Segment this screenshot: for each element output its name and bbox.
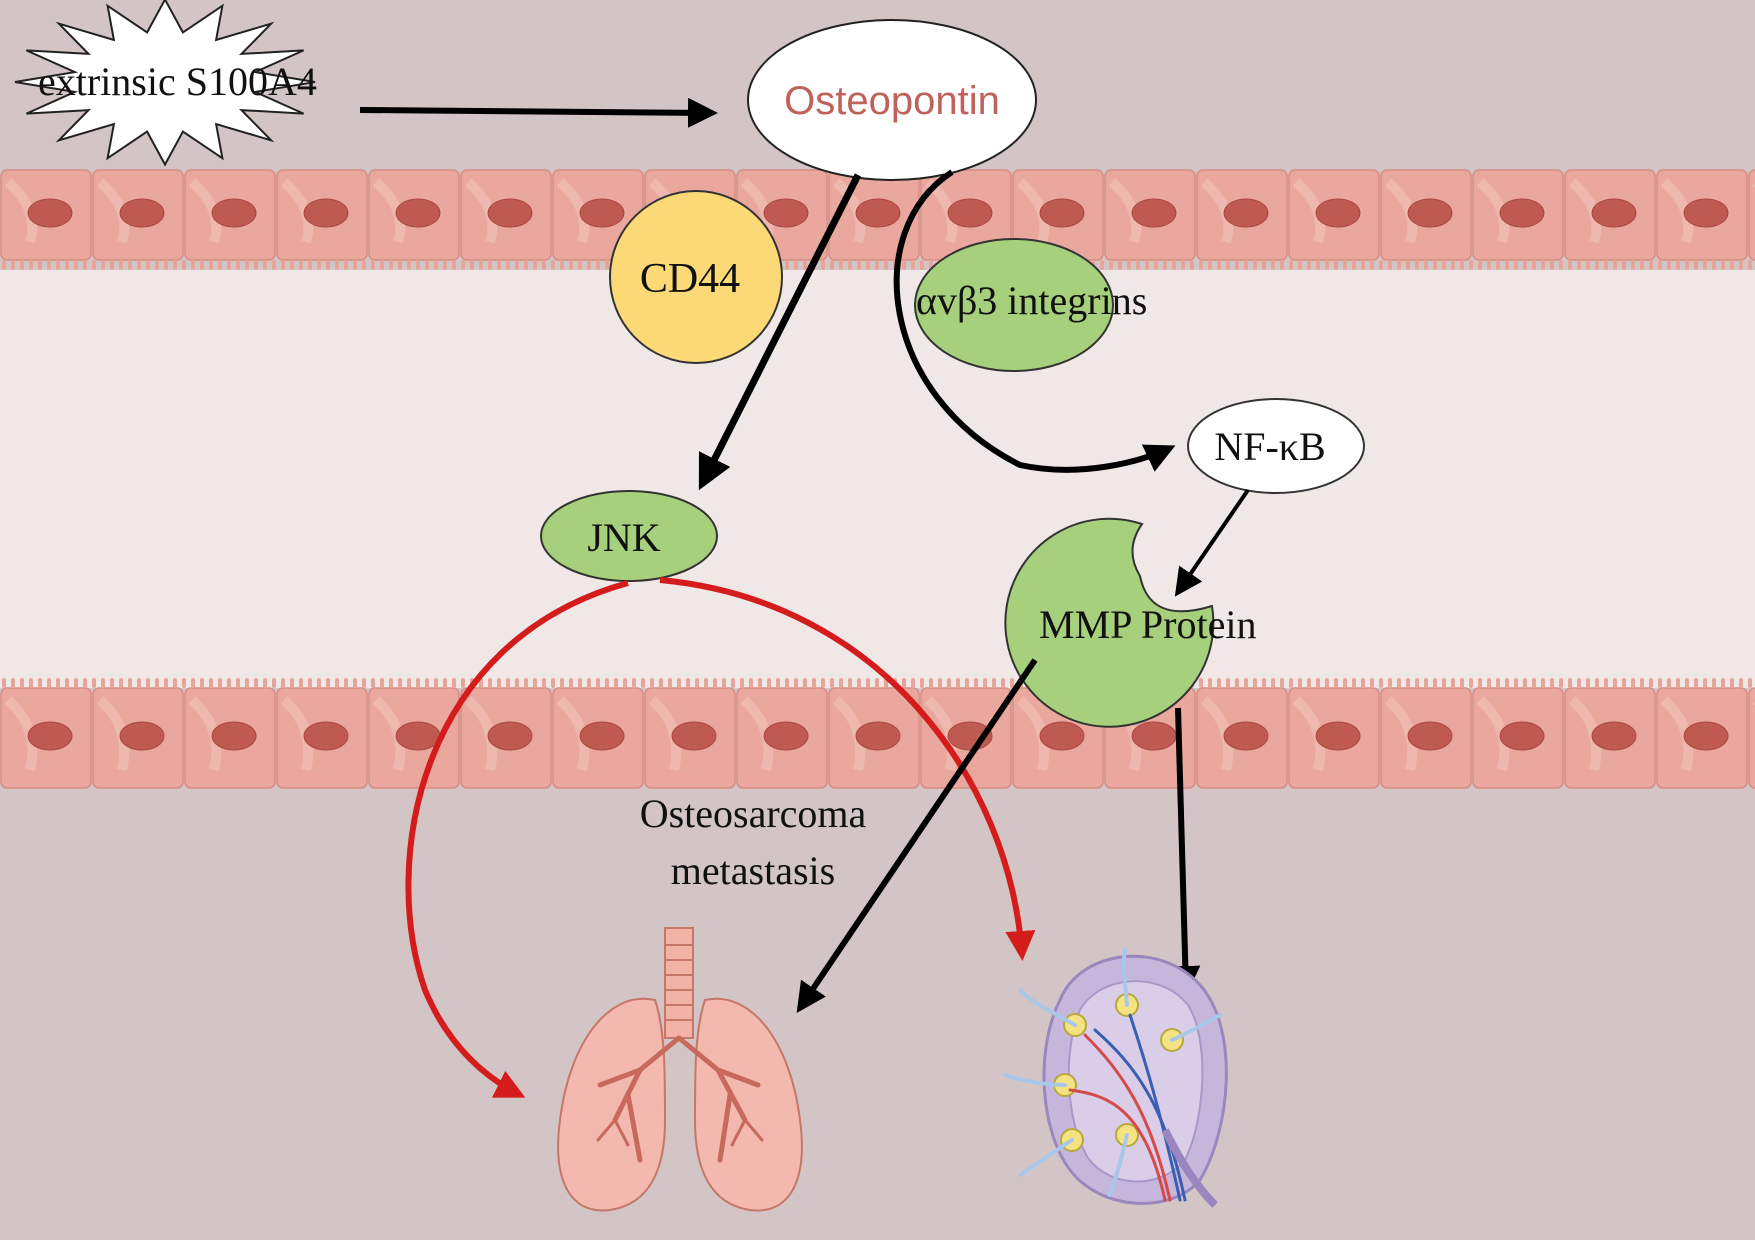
bottom-cell-layer bbox=[0, 678, 1755, 789]
cd44-label: CD44 bbox=[640, 256, 740, 302]
cell-nucleus bbox=[1223, 198, 1269, 228]
cell-nucleus bbox=[1223, 721, 1269, 751]
osteopontin-node bbox=[747, 19, 1037, 181]
cell-nucleus bbox=[211, 721, 257, 751]
nfkb-label: NF-κB bbox=[1214, 424, 1325, 469]
cell-nucleus bbox=[395, 721, 441, 751]
metastasis-label-line2: metastasis bbox=[671, 848, 835, 893]
cell-nucleus bbox=[947, 198, 993, 228]
epithelial-cell bbox=[1748, 169, 1755, 261]
cell-nucleus bbox=[1407, 721, 1453, 751]
cell-nucleus bbox=[211, 198, 257, 228]
cell-nucleus bbox=[1039, 721, 1085, 751]
cd44-node bbox=[609, 190, 783, 364]
cell-nucleus bbox=[487, 721, 533, 751]
cell-nucleus bbox=[1499, 198, 1545, 228]
nfkb-node bbox=[1187, 398, 1365, 494]
metastasis-label-line1: Osteosarcoma bbox=[640, 791, 867, 836]
mmp-label: MMP Protein bbox=[1039, 602, 1256, 647]
integrins-label: αvβ3 integrins bbox=[916, 278, 1147, 323]
cell-nucleus bbox=[671, 721, 717, 751]
cell-nucleus bbox=[119, 721, 165, 751]
cell-nucleus bbox=[763, 198, 809, 228]
starburst-icon bbox=[14, 0, 316, 167]
cell-nucleus bbox=[1131, 198, 1177, 228]
arrow-mmp-to-lymph bbox=[1170, 707, 1201, 996]
cell-nucleus bbox=[119, 198, 165, 228]
osteopontin-label: Osteopontin bbox=[784, 79, 1000, 123]
lungs-icon bbox=[557, 927, 803, 1212]
cell-nucleus bbox=[395, 198, 441, 228]
cell-nucleus bbox=[303, 721, 349, 751]
red-arrow-jnk-to-lymph bbox=[659, 577, 1036, 961]
lymph-node-icon bbox=[1003, 948, 1228, 1208]
cell-nucleus bbox=[1407, 198, 1453, 228]
top-cell-layer bbox=[0, 169, 1755, 270]
epithelial-cell bbox=[1748, 687, 1755, 789]
cell-nucleus bbox=[579, 198, 625, 228]
arrow-osteopontin-to-jnk bbox=[698, 173, 862, 491]
lumen bbox=[0, 270, 1755, 688]
arrow-mmp-to-lungs bbox=[796, 658, 1038, 1013]
cell-nucleus bbox=[1039, 198, 1085, 228]
cell-nucleus bbox=[1683, 198, 1729, 228]
cell-nucleus bbox=[579, 721, 625, 751]
cell-nucleus bbox=[1315, 721, 1361, 751]
cell-nucleus bbox=[1591, 198, 1637, 228]
red-arrow-jnk-to-lungs bbox=[405, 580, 629, 1098]
cell-nucleus bbox=[1131, 721, 1177, 751]
cell-nucleus bbox=[1591, 721, 1637, 751]
cell-nucleus bbox=[27, 721, 73, 751]
cell-nucleus bbox=[855, 198, 901, 228]
cell-nucleus bbox=[1315, 198, 1361, 228]
integrins-node bbox=[914, 238, 1114, 372]
arrow-osteopontin-to-nfkb bbox=[893, 169, 1176, 473]
arrow-nfkb-to-mmp bbox=[1174, 488, 1250, 597]
cell-nucleus bbox=[27, 198, 73, 228]
jnk-label: JNK bbox=[587, 515, 660, 560]
cell-nucleus bbox=[1499, 721, 1545, 751]
cell-nucleus bbox=[855, 721, 901, 751]
arrow-s100a4-to-osteopontin bbox=[359, 97, 718, 128]
cell-nucleus bbox=[1683, 721, 1729, 751]
s100a4-label: extrinsic S100A4 bbox=[38, 59, 317, 104]
cell-nucleus bbox=[303, 198, 349, 228]
cell-nucleus bbox=[487, 198, 533, 228]
jnk-node bbox=[540, 490, 718, 582]
cell-nucleus bbox=[763, 721, 809, 751]
mmp-protein-shape bbox=[1004, 517, 1215, 728]
